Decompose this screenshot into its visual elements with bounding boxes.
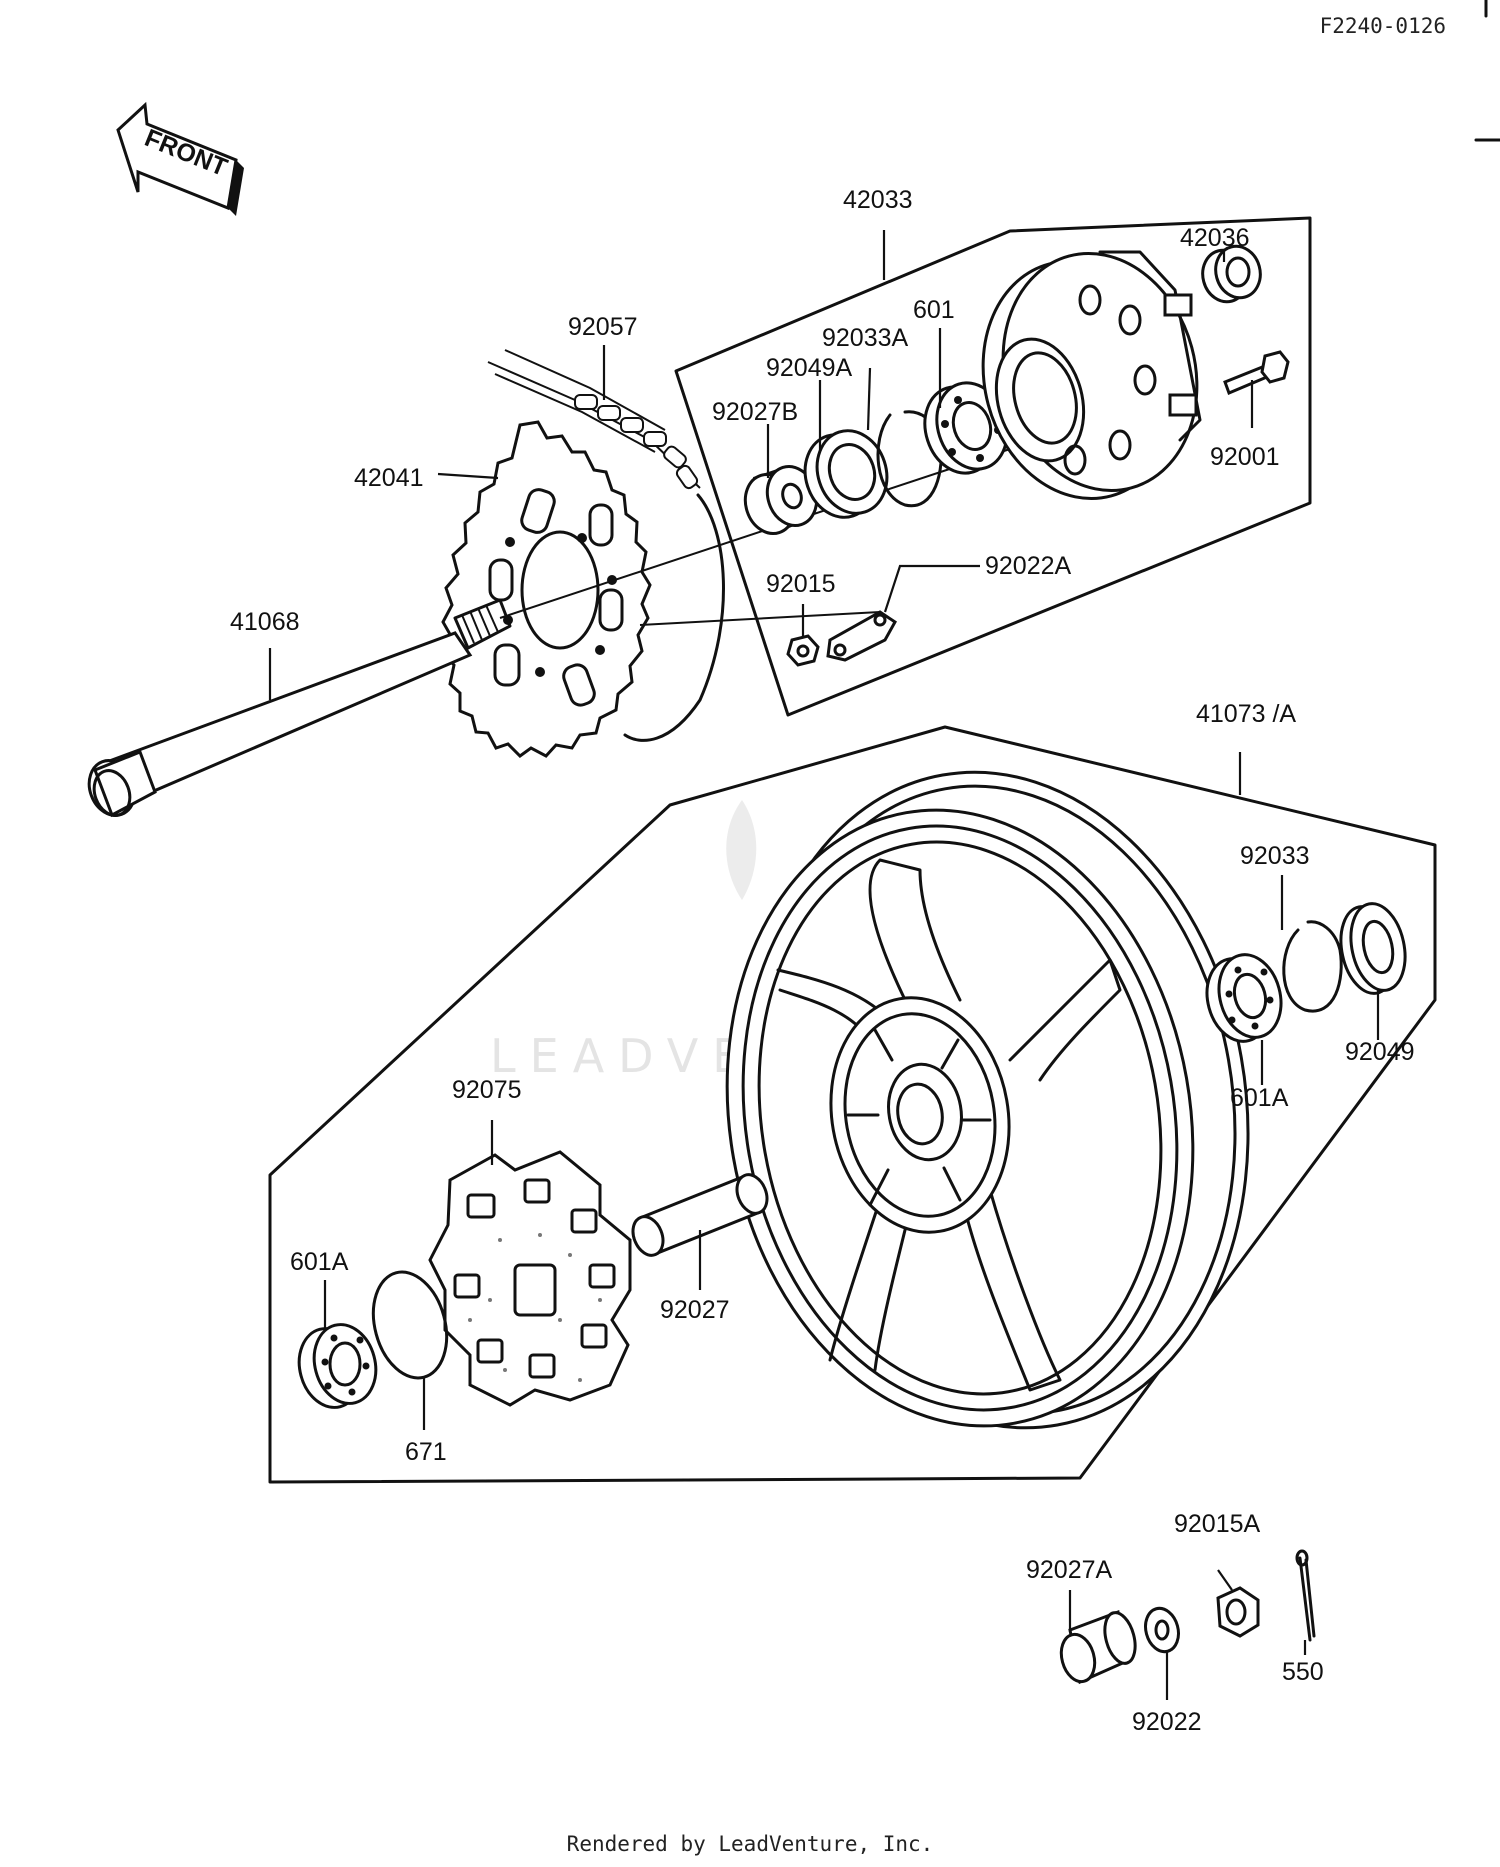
label-92027b: 92027B (712, 398, 798, 426)
hub-assembly-frame (674, 216, 1312, 717)
damper-92075 (428, 1150, 632, 1407)
diagram-id: F2240-0126 (1319, 14, 1446, 38)
label-671: 671 (405, 1438, 447, 1466)
bolt-92001 (1223, 350, 1290, 395)
bushing-42036 (1201, 244, 1262, 304)
sprocket-coupling (981, 250, 1202, 500)
label-601a-right: 601A (1230, 1084, 1289, 1112)
label-92015a: 92015A (1174, 1510, 1261, 1538)
part-labels: 42033 42036 601 92033A 92049A 92027B 920… (230, 186, 1415, 1736)
oil-seal-92049a (803, 429, 889, 519)
label-601a-left: 601A (290, 1248, 349, 1276)
label-550: 550 (1282, 1658, 1324, 1686)
label-92027a: 92027A (1026, 1556, 1113, 1584)
sleeve-92027 (631, 1173, 769, 1257)
drive-chain (487, 349, 701, 490)
collar-92027a (1059, 1609, 1137, 1685)
nut-92015 (786, 634, 820, 667)
label-41068: 41068 (230, 608, 300, 636)
label-92033a: 92033A (822, 324, 909, 352)
oil-seal-92049 (1339, 902, 1407, 995)
label-92075: 92075 (452, 1076, 522, 1104)
rear-wheel (725, 770, 1250, 1430)
render-credit: Rendered by LeadVenture, Inc. (566, 1832, 934, 1856)
label-92022a: 92022A (985, 552, 1072, 580)
label-42041: 42041 (354, 464, 424, 492)
label-92033: 92033 (1240, 842, 1310, 870)
label-41073a: 41073 /A (1196, 700, 1296, 728)
label-92049a: 92049A (766, 354, 853, 382)
bearing-601a-left (297, 1323, 378, 1409)
label-601: 601 (913, 296, 955, 324)
collar-92027b (743, 465, 819, 535)
front-arrow: FRONT (116, 101, 244, 216)
label-92057: 92057 (568, 313, 638, 341)
label-42033: 42033 (843, 186, 913, 214)
axle (87, 598, 512, 818)
label-42036: 42036 (1180, 224, 1250, 252)
castle-nut-92015a (1216, 1586, 1260, 1638)
label-92027: 92027 (660, 1296, 730, 1324)
axis-line (499, 448, 1011, 619)
rear-sprocket (441, 420, 725, 758)
leader-lines (268, 230, 1380, 1700)
label-92022: 92022 (1132, 1708, 1202, 1736)
label-92001: 92001 (1210, 443, 1280, 471)
o-ring-671 (371, 1270, 449, 1380)
washer-92022 (1144, 1606, 1180, 1654)
plate-92022a (826, 610, 897, 662)
label-92049: 92049 (1345, 1038, 1415, 1066)
stud-line (639, 611, 881, 626)
circlip-92033 (1282, 920, 1343, 1013)
bearing-601a-right (1205, 953, 1283, 1043)
label-92015: 92015 (766, 570, 836, 598)
cotter-pin-550 (1295, 1549, 1316, 1642)
wheel-assembly-frame (268, 725, 1437, 1484)
